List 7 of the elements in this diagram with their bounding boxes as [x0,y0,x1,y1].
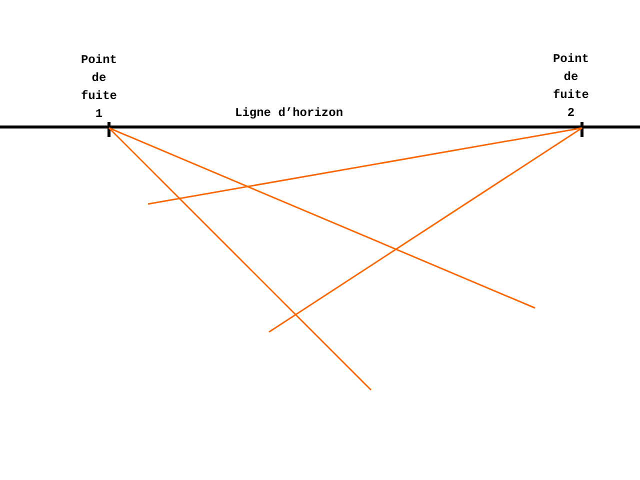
vanishing-point-label: Point de fuite 1 [75,51,123,128]
perspective-line [268,127,582,333]
vanishing-point-label: Point de fuite 2 [547,50,595,128]
horizon-label: Ligne d’horizon [235,106,344,120]
perspective-line [108,127,372,391]
perspective-line [108,127,536,309]
perspective-line [148,127,582,205]
